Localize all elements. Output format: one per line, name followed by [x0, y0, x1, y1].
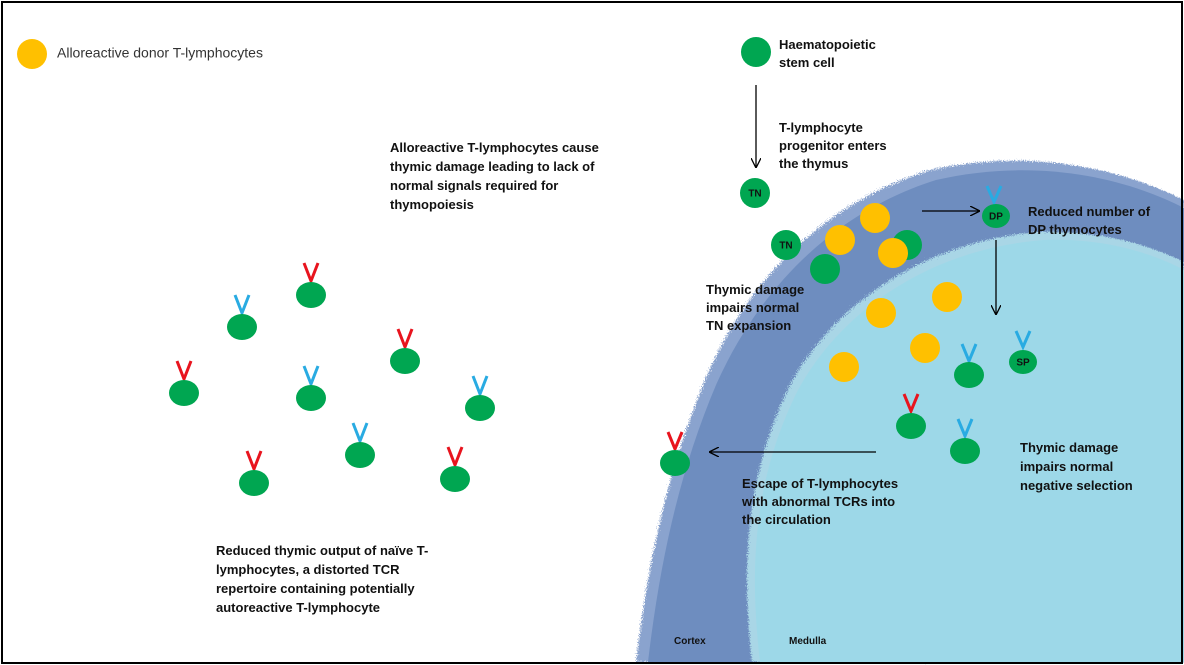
alloreactive-cell: [829, 352, 859, 382]
alloreactive-cell: [878, 238, 908, 268]
stem-cell-legend-dot: [741, 37, 771, 67]
alloreactive-cell: [866, 298, 896, 328]
dp-tag: DP: [989, 212, 1003, 223]
tn-tag: TN: [779, 241, 792, 252]
thymic-damage-signals-label: Alloreactive T-lymphocytes cause thymic …: [390, 140, 602, 212]
cortex-label: Cortex: [674, 636, 706, 647]
stem-cell: [810, 254, 840, 284]
t-cell-red-tcr: [390, 328, 420, 374]
reduced-output-label: Reduced thymic output of naïve T- lympho…: [216, 543, 432, 615]
t-cell-red-tcr: [169, 360, 199, 406]
sp-tag: SP: [1016, 358, 1030, 369]
alloreactive-cell: [910, 333, 940, 363]
tn-expansion-label: Thymic damage impairs normal TN expansio…: [706, 282, 808, 333]
sp-thymocyte: SP: [1009, 330, 1037, 374]
dp-thymocyte: DP: [982, 185, 1010, 228]
medulla-label: Medulla: [789, 636, 827, 647]
t-cell-red-tcr: [296, 262, 326, 308]
alloreactive-cell: [825, 225, 855, 255]
t-cell-red-tcr: [896, 393, 926, 439]
tcr-cells: [169, 262, 984, 496]
alloreactive-cells: [825, 203, 962, 382]
t-cell-red-tcr: [239, 450, 269, 496]
escape-label: Escape of T-lymphocytes with abnormal TC…: [741, 476, 902, 527]
t-cell-blue-tcr: [465, 375, 495, 421]
t-cell-blue-tcr: [954, 343, 984, 388]
negative-selection-label: Thymic damage impairs normal negative se…: [1020, 440, 1133, 493]
tn-cell: [771, 230, 801, 260]
alloreactive-cell: [860, 203, 890, 233]
alloreactive-cell: [932, 282, 962, 312]
t-cell-blue-tcr: [345, 422, 375, 468]
t-cell-red-tcr-escaping: [660, 431, 690, 476]
alloreactive-legend-dot: [17, 39, 47, 69]
t-cell-blue-tcr: [950, 418, 980, 464]
enters-thymus-label: T-lymphocyte progenitor enters the thymu…: [779, 120, 890, 171]
reduced-dp-label: Reduced number of DP thymocytes: [1028, 204, 1154, 237]
alloreactive-legend-label: Alloreactive donor T-lymphocytes: [57, 45, 263, 61]
tn-cell: [740, 178, 770, 208]
stem-cell-label: Haematopoietic stem cell: [779, 37, 879, 70]
t-cell-blue-tcr: [296, 365, 326, 411]
t-cell-red-tcr: [440, 446, 470, 492]
t-cell-blue-tcr: [227, 294, 257, 340]
tn-tag: TN: [748, 189, 761, 200]
